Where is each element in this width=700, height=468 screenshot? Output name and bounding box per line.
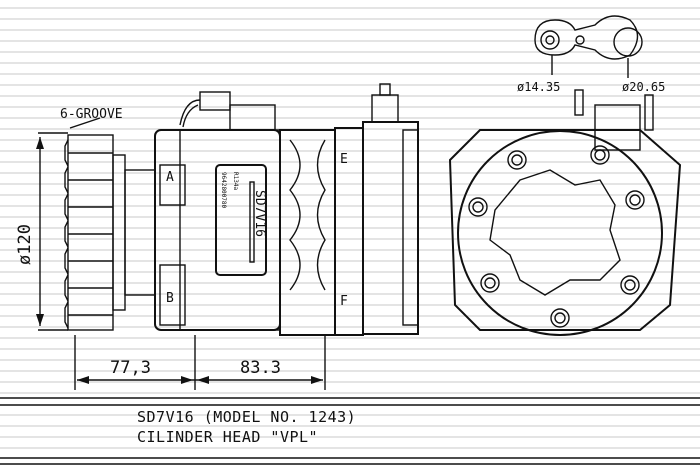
port-small-label: ø14.35 xyxy=(517,80,560,94)
dimensions xyxy=(36,117,326,390)
nameplate-refrigerant: R134a xyxy=(232,172,239,190)
marker-e: E xyxy=(340,152,348,167)
front-view xyxy=(448,89,682,336)
caption-line-1: SD7V16 (MODEL NO. 1243) xyxy=(137,408,357,426)
diameter-label: ø120 xyxy=(15,224,35,265)
pulley-groove xyxy=(64,220,69,248)
caption-frame xyxy=(0,397,700,465)
nameplate-model: SD7V16 xyxy=(252,190,267,237)
background-lines xyxy=(0,7,700,449)
pulley xyxy=(64,134,156,331)
nameplate-part-number: 9642800780 xyxy=(220,172,227,209)
pulley-groove xyxy=(64,274,69,302)
dim-left-label: 77,3 xyxy=(110,358,151,378)
bolt xyxy=(590,145,610,165)
marker-f: F xyxy=(340,294,348,309)
nameplate xyxy=(215,164,267,276)
bolt xyxy=(511,154,523,166)
pulley-groove xyxy=(64,193,69,221)
bolt xyxy=(507,150,527,170)
pulley-groove xyxy=(64,247,69,275)
bolt xyxy=(468,197,488,217)
dim-right-label: 83.3 xyxy=(240,358,281,378)
bolt xyxy=(550,308,570,328)
bolt xyxy=(554,312,566,324)
bolt xyxy=(624,279,636,291)
pulley-groove xyxy=(64,166,69,194)
bolt xyxy=(472,201,484,213)
groove-label: 6-GROOVE xyxy=(60,107,123,122)
bolt xyxy=(480,273,500,293)
bolt xyxy=(625,190,645,210)
port-fittings xyxy=(534,15,643,78)
marker-b: B xyxy=(166,291,174,306)
bolt xyxy=(620,275,640,295)
bolt xyxy=(484,277,496,289)
port-large-label: ø20.65 xyxy=(622,80,665,94)
compressor-body xyxy=(154,83,419,336)
bolt xyxy=(629,194,641,206)
pulley-groove xyxy=(64,139,69,167)
marker-a: A xyxy=(166,170,174,185)
caption-line-2: CILINDER HEAD "VPL" xyxy=(137,428,319,446)
pulley-groove xyxy=(64,301,69,329)
